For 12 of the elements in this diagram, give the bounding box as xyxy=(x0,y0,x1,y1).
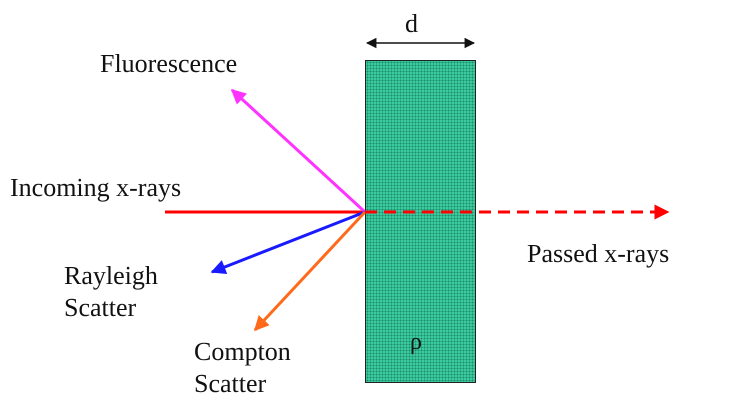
thickness-label: d xyxy=(405,8,418,40)
ray-label: Fluorescence xyxy=(100,48,300,80)
ray-arrow xyxy=(365,204,670,220)
ray-label: Rayleigh Scatter xyxy=(64,260,189,324)
ray-label: Passed x-rays xyxy=(527,238,732,270)
sample-slab xyxy=(365,60,476,383)
ray-label: Incoming x-rays xyxy=(10,172,260,204)
ray-label: Compton Scatter xyxy=(194,336,324,400)
density-symbol: ρ xyxy=(410,329,422,356)
ray-arrow xyxy=(254,210,366,332)
ray-arrow xyxy=(210,210,366,274)
ray-arrow xyxy=(230,88,366,214)
